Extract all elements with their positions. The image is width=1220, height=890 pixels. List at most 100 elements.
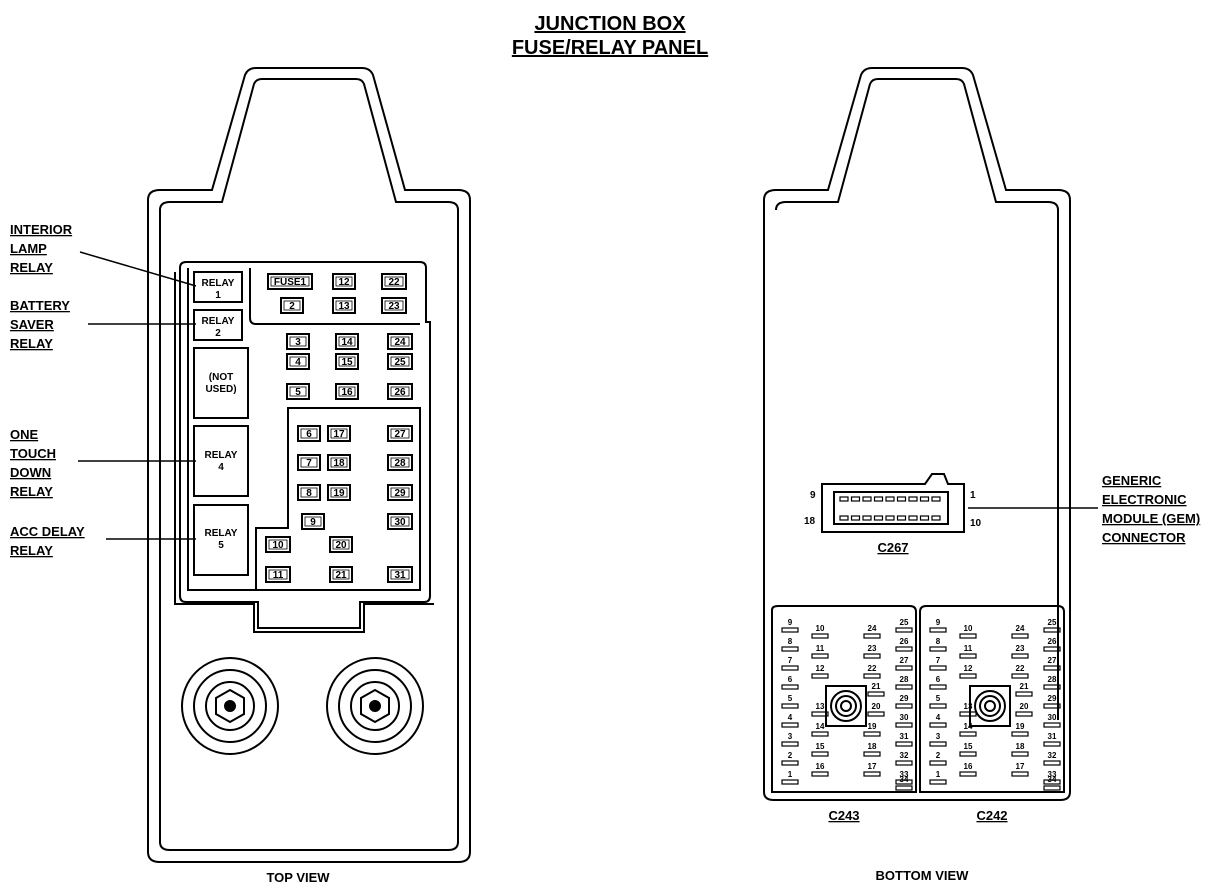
c242-pin-23: 23 — [1011, 644, 1029, 659]
pin-number: 19 — [1016, 722, 1025, 731]
fuse-label: 10 — [272, 540, 284, 551]
callout-acc-delay-relay: ACC DELAY RELAY — [10, 524, 85, 558]
c243-pin-24: 24 — [863, 624, 881, 639]
callout-acc-delay-relay-2: RELAY — [10, 543, 53, 558]
bottom-view-caption: BOTTOM VIEW — [876, 868, 970, 883]
fuse-15: 15 — [335, 353, 359, 370]
pin-number: 11 — [964, 644, 973, 653]
fuse-label: 9 — [310, 517, 316, 528]
fuse-label: 18 — [333, 458, 345, 469]
pin-number: 5 — [936, 694, 941, 703]
pin-number: 28 — [1048, 675, 1057, 684]
c242-pin-24: 24 — [1011, 624, 1029, 639]
c243-pin-21: 21 — [867, 682, 885, 697]
pin-number: 22 — [1016, 664, 1025, 673]
relay-4-label: RELAY — [205, 450, 238, 461]
c242-pin-18: 18 — [1011, 742, 1029, 757]
c242-pin-17: 17 — [1011, 762, 1029, 777]
pin-number: 8 — [788, 637, 793, 646]
c242-pin-4: 4 — [929, 713, 947, 728]
c267-pin-slot — [908, 496, 918, 502]
fuse-28: 28 — [387, 454, 413, 471]
c243-pin-7: 7 — [781, 656, 799, 671]
fuse-label: 3 — [295, 337, 301, 348]
c242-pin-14: 14 — [959, 722, 977, 737]
callout-one-touch-down-relay-2: TOUCH — [10, 446, 56, 461]
c243-pin-4: 4 — [781, 713, 799, 728]
fuse-label: 16 — [341, 387, 353, 398]
fuse-label: 31 — [394, 570, 406, 581]
c243-pin-1: 1 — [781, 770, 799, 785]
c242-pin-11: 11 — [959, 644, 977, 659]
c243-pin-14: 14 — [811, 722, 829, 737]
callout-acc-delay-relay-1: ACC DELAY — [10, 524, 85, 539]
callout-one-touch-down-relay-3: DOWN — [10, 465, 51, 480]
fuse-label: 14 — [341, 337, 353, 348]
c243-pin-31: 31 — [895, 732, 913, 747]
fuse-5: 5 — [286, 383, 310, 400]
c242-pin-6: 6 — [929, 675, 947, 690]
c243-connector — [771, 605, 917, 793]
c267-pin-slot — [919, 496, 930, 502]
fuse-8: 8 — [297, 484, 321, 501]
pin-number: 31 — [900, 732, 909, 741]
fuse-26: 26 — [387, 383, 413, 400]
pin-number: 23 — [1016, 644, 1025, 653]
fuse-18: 18 — [327, 454, 351, 471]
fuse-31: 31 — [387, 566, 413, 583]
c242-pin-20: 20 — [1015, 702, 1033, 717]
c242-pin-5: 5 — [929, 694, 947, 709]
pin-number: 32 — [900, 751, 909, 760]
pin-number: 25 — [1048, 618, 1057, 627]
fuse-label: 5 — [295, 387, 301, 398]
c243-pin-25: 25 — [895, 618, 913, 633]
pin-number: 13 — [964, 702, 973, 711]
bottom-view-housing — [763, 67, 1071, 801]
c243-pin-13: 13 — [811, 702, 829, 717]
c243-pin-18: 18 — [863, 742, 881, 757]
fuse-label: 30 — [394, 517, 406, 528]
c242-pin-33: 33 — [1043, 770, 1061, 785]
c242-pin-27: 27 — [1043, 656, 1061, 671]
pin-number: 18 — [1016, 742, 1025, 751]
callout-gem-1: GENERIC — [1102, 473, 1162, 488]
fuse-20: 20 — [329, 536, 353, 553]
c242-pin-2: 2 — [929, 751, 947, 766]
fuse-label: 2 — [289, 301, 295, 312]
callout-one-touch-down-relay-4: RELAY — [10, 484, 53, 499]
pin-number: 14 — [964, 722, 973, 731]
fuse-27: 27 — [387, 425, 413, 442]
relay-2-label: RELAY — [202, 316, 235, 327]
c242-pin-15: 15 — [959, 742, 977, 757]
relay-3-not-used: (NOT USED) — [193, 347, 249, 419]
c243-pin-34: 34 — [895, 775, 913, 791]
pin-number: 15 — [816, 742, 825, 751]
c243-pin-9: 9 — [781, 618, 799, 633]
fuse-label: 13 — [338, 301, 350, 312]
pin-number: 15 — [964, 742, 973, 751]
fuse-21: 21 — [329, 566, 353, 583]
fuse-label: 20 — [335, 540, 347, 551]
fuse-label: 25 — [394, 357, 406, 368]
c267-pin-1: 1 — [970, 490, 976, 501]
fuse-label: 8 — [306, 488, 312, 499]
fuse-30: 30 — [387, 513, 413, 530]
pin-number: 2 — [788, 751, 793, 760]
c243-pin-5: 5 — [781, 694, 799, 709]
callout-interior-lamp-relay-2: LAMP — [10, 241, 47, 256]
fuse-label: 21 — [335, 570, 347, 581]
c267-pin-slot — [839, 515, 849, 521]
pin-number: 3 — [936, 732, 941, 741]
c243-pin-12: 12 — [811, 664, 829, 679]
fuse-10: 10 — [265, 536, 291, 553]
c242-pin-22: 22 — [1011, 664, 1029, 679]
c242-pin-3: 3 — [929, 732, 947, 747]
callout-gem-4: CONNECTOR — [1102, 530, 1186, 545]
pin-number: 34 — [1048, 775, 1057, 784]
callout-interior-lamp-relay-1: INTERIOR — [10, 222, 73, 237]
pin-number: 33 — [900, 770, 909, 779]
pin-number: 29 — [900, 694, 909, 703]
fuse-23: 23 — [381, 297, 407, 314]
fuse-label: 6 — [306, 429, 312, 440]
fuse-25: 25 — [387, 353, 413, 370]
